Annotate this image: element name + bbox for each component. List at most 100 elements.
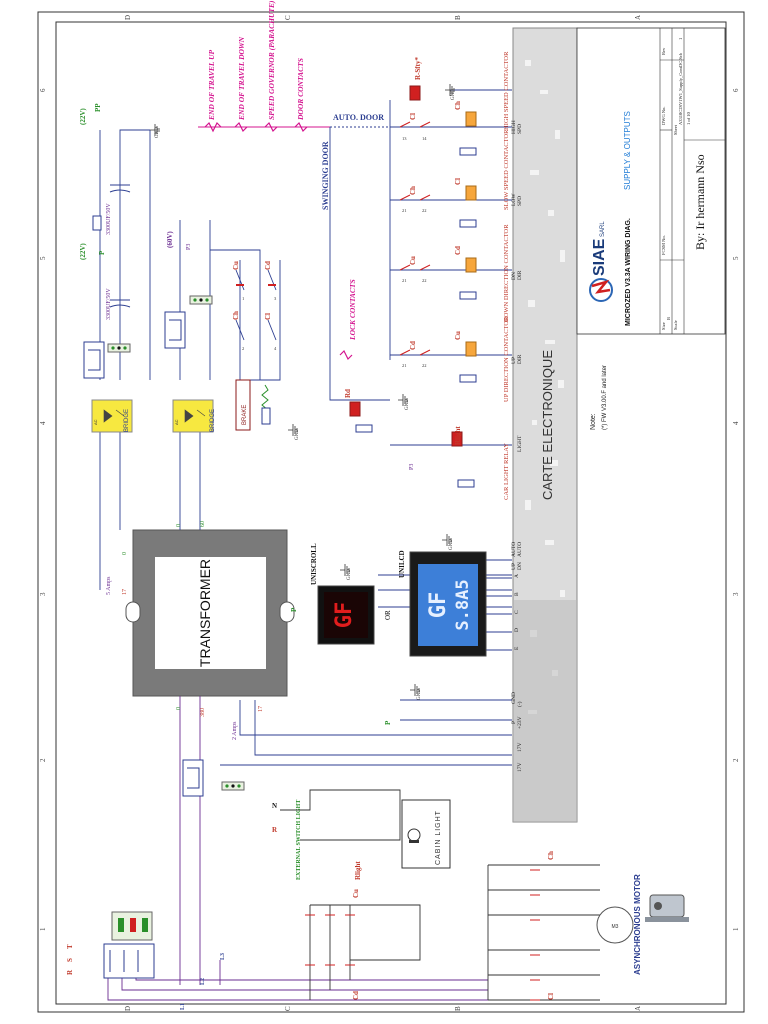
label-l1: L1 bbox=[180, 1003, 186, 1010]
label-cl-1: Cl bbox=[409, 113, 417, 120]
gnd-3: GND bbox=[405, 399, 410, 410]
label-s: S bbox=[66, 958, 74, 962]
terminal-dn-dir: DN bbox=[511, 272, 517, 280]
term-22-b: 22 bbox=[422, 278, 427, 283]
terminal-low-spd: LOW bbox=[511, 193, 517, 206]
label-p3-1: P3 bbox=[186, 244, 192, 250]
terminal-minus: (-) bbox=[516, 701, 523, 707]
uniscroll-text: GF bbox=[332, 602, 357, 629]
label-p-1: P bbox=[98, 250, 106, 255]
label-cd-2: Cd bbox=[409, 341, 417, 350]
terminal-auto-2: AUTO bbox=[517, 542, 523, 557]
gnd-7: GND bbox=[417, 689, 422, 700]
label-l2: L2 bbox=[200, 978, 206, 985]
frame-row-b: B bbox=[454, 15, 462, 20]
main-breaker bbox=[103, 911, 155, 979]
label-22v-1: (22V) bbox=[79, 108, 87, 125]
terminal-d: D bbox=[514, 628, 520, 632]
fuse-dc bbox=[92, 215, 102, 231]
contactor-coils bbox=[349, 85, 477, 488]
term-4-a: 4 bbox=[274, 346, 277, 351]
frame-row-d: D bbox=[124, 15, 132, 20]
term-3-a: 3 bbox=[274, 296, 277, 301]
label-r-1: R bbox=[272, 826, 278, 834]
label-cap-1: 3300UF/50V bbox=[106, 203, 112, 235]
electronic-board: CARTE ELECTRONIQUE bbox=[512, 27, 578, 823]
inner-frame bbox=[55, 21, 727, 1005]
label-down-direction: DOWN DIRECTION CONTACTOR bbox=[503, 224, 510, 322]
dwg-label: DWG No. bbox=[661, 107, 666, 126]
breaker-3 bbox=[182, 759, 245, 797]
label-tap-17: 17 bbox=[122, 589, 128, 595]
cabin-light-label: CABIN LIGHT bbox=[435, 810, 442, 865]
terminal-up-dir: UP bbox=[511, 357, 517, 364]
author: By: Ir hermann Nso bbox=[693, 154, 707, 250]
term-22-c: 22 bbox=[422, 363, 427, 368]
label-ch-4: Ch bbox=[232, 311, 240, 320]
frame-col-3-r: 3 bbox=[732, 592, 740, 596]
label-tap-17-b: 17 bbox=[258, 706, 264, 712]
terminal-a: A bbox=[514, 574, 520, 578]
label-ch-3: Ch bbox=[547, 851, 555, 860]
label-up-direction: UP DIRECTION CONTACTOR bbox=[503, 316, 510, 402]
company-suffix: SARL bbox=[600, 221, 606, 237]
label-t: T bbox=[66, 944, 74, 949]
breaker-1 bbox=[83, 341, 131, 379]
uniscroll-label: UNISCROLL bbox=[310, 543, 318, 585]
terminal-high-spd: HIGH bbox=[511, 120, 517, 134]
title-block: SIAE SARL MICROZED V3.3A WIRING DIAG. SU… bbox=[576, 27, 726, 335]
unilcd-label: UNILCD bbox=[398, 550, 406, 578]
terminal-23v: +23V bbox=[517, 716, 523, 729]
board-title: CARTE ELECTRONIQUE bbox=[540, 350, 555, 500]
label-car-light-relay: CAR LIGHT RELAY bbox=[503, 443, 510, 500]
label-cap-2: 3300UF/50V bbox=[106, 288, 112, 320]
terminal-17v-a: 17V bbox=[517, 763, 523, 773]
frame-col-2: 2 bbox=[39, 758, 47, 762]
size-label: Size bbox=[661, 322, 666, 330]
note-title: Note: bbox=[590, 413, 597, 430]
frame-col-1-r: 1 bbox=[732, 927, 740, 931]
term-21-b: 21 bbox=[402, 278, 407, 283]
motor-icon bbox=[645, 894, 689, 922]
terminal-auto: AUTO bbox=[511, 542, 517, 557]
terminal-low-spd-2: SPD bbox=[517, 196, 523, 206]
label-cu-2: Cu bbox=[454, 331, 462, 340]
dwg-value: A3310C2SV1W1_Supply_ContDC.Sch bbox=[678, 52, 683, 125]
frame-row-d-b: D bbox=[124, 1006, 132, 1011]
label-cu-1: Cu bbox=[409, 256, 417, 265]
label-r-sfty: R-Sfty* bbox=[414, 57, 422, 80]
term-1-a: 1 bbox=[242, 296, 244, 301]
frame-col-4: 4 bbox=[39, 421, 47, 425]
outer-frame bbox=[37, 11, 745, 1013]
terminal-p: P bbox=[511, 721, 517, 724]
terminal-up: UP bbox=[511, 563, 517, 570]
brake: BRAKE bbox=[235, 379, 271, 431]
cabin-light: CABIN LIGHT bbox=[401, 799, 451, 869]
frame-row-b-b: B bbox=[454, 1006, 462, 1011]
frame-row-a-b: A bbox=[634, 1006, 642, 1011]
drawing-title: MICROZED V3.3A WIRING DIAG. bbox=[625, 218, 632, 326]
label-cu-3: Cu bbox=[352, 889, 360, 898]
terminal-up-dir-2: DIR bbox=[517, 354, 523, 364]
term-13-a: 13 bbox=[402, 136, 407, 141]
label-p-2: P bbox=[290, 607, 298, 612]
transformer: TRANSFORMER bbox=[125, 529, 295, 697]
label-cu-4: Cu bbox=[232, 261, 240, 270]
label-fuse-5a: 5 Amps bbox=[106, 576, 112, 595]
frame-row-c: C bbox=[284, 15, 292, 20]
sheet-label: Sheet bbox=[673, 124, 678, 135]
bridge-2-label: BRIDGE bbox=[210, 409, 216, 432]
note-text: (*) FW V3.00.F and later bbox=[602, 365, 608, 430]
size-value: B bbox=[666, 317, 671, 320]
label-pp: PP bbox=[94, 103, 102, 112]
label-rlight-2: Rlight bbox=[354, 861, 362, 880]
rev-value: 1 bbox=[678, 38, 683, 40]
label-end-travel-up: END OF TRAVEL UP bbox=[207, 50, 216, 121]
terminal-c: C bbox=[514, 610, 520, 614]
motor-mark: M3 bbox=[612, 924, 619, 930]
board-terminals: 17V 17V +23V P (-) GND E D C B A UP DN A… bbox=[511, 120, 523, 772]
label-r: R bbox=[66, 969, 74, 975]
label-cd-1: Cd bbox=[454, 246, 462, 255]
label-tap-380: 380 bbox=[200, 708, 206, 717]
